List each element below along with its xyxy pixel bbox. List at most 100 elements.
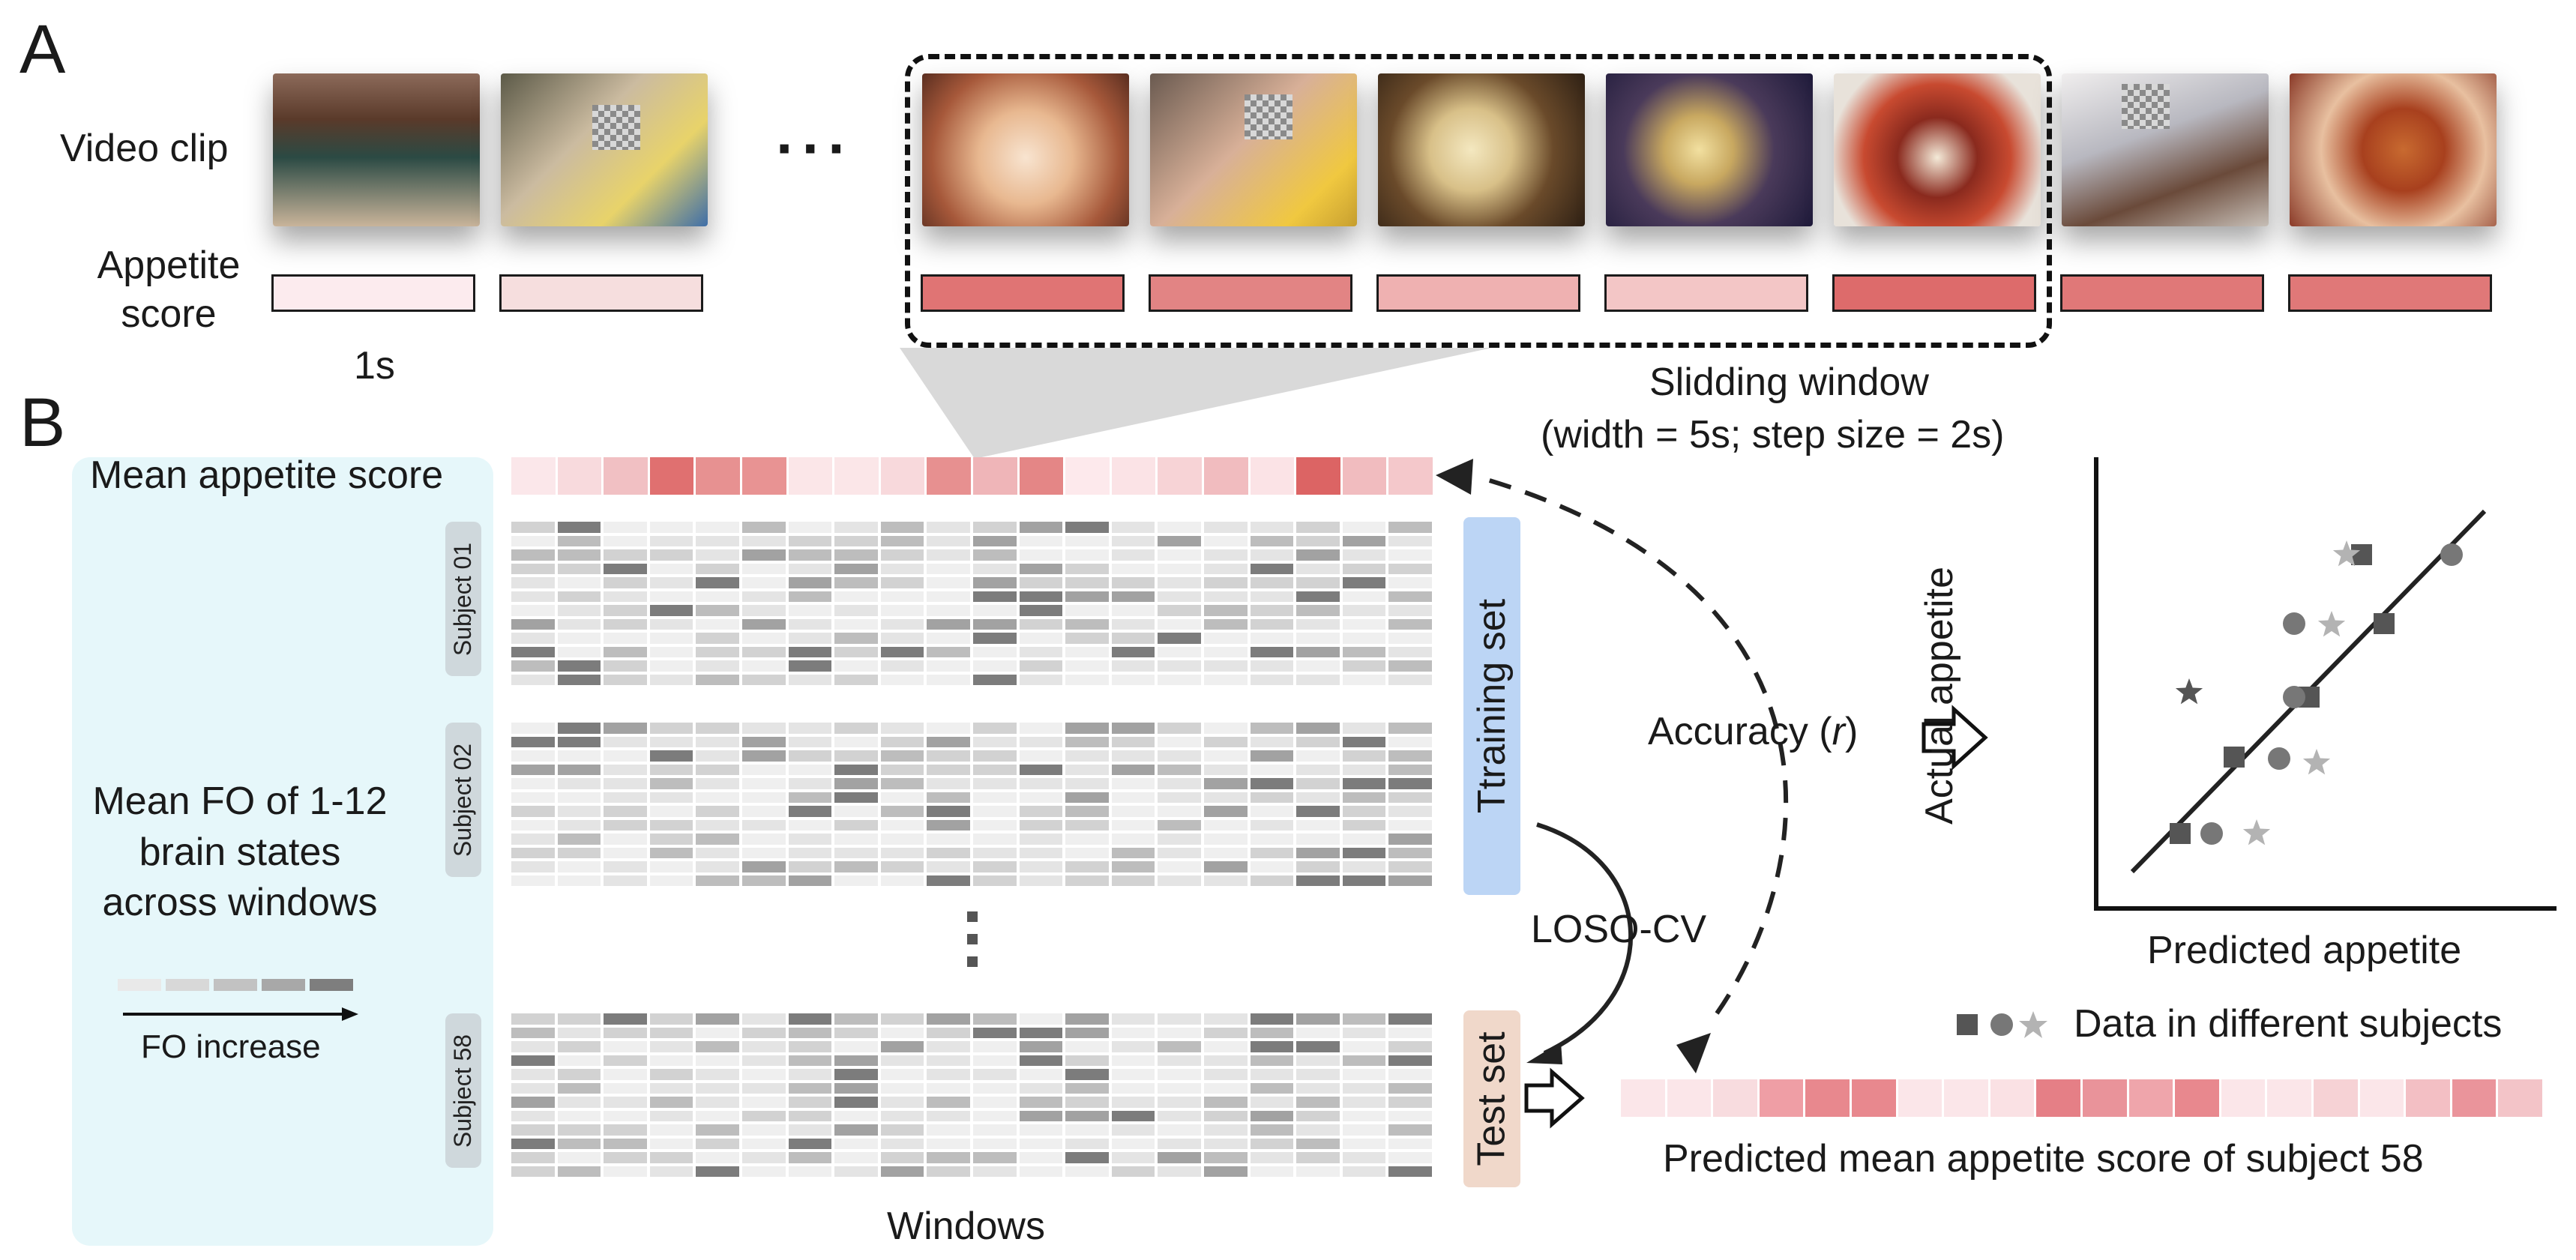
fo-increase-label: FO increase xyxy=(141,1028,321,1065)
fo-arrow xyxy=(123,1007,358,1021)
predicted-appetite-cell xyxy=(1898,1079,1942,1117)
predicted-appetite-cell xyxy=(2452,1079,2497,1117)
appetite-score-box xyxy=(1376,274,1580,312)
appetite-score-box xyxy=(2288,274,2492,312)
subject-02-tab: Subject 02 xyxy=(445,723,481,877)
legend-circle-marker xyxy=(1990,1013,2013,1036)
appetite-score-box xyxy=(271,274,475,312)
fo-legend-swatch xyxy=(214,979,257,991)
windows-label: Windows xyxy=(887,1205,1045,1248)
subject-fo-grid xyxy=(511,723,1435,889)
predicted-appetite-cell xyxy=(1805,1079,1850,1117)
appetite-score-box xyxy=(1149,274,1352,312)
mean-appetite-cell xyxy=(1342,457,1387,495)
video-frame-cake-slices xyxy=(922,73,1129,226)
scatter-point xyxy=(2317,611,2346,637)
appetite-score-label: Appetite score xyxy=(97,244,241,336)
subject-fo-grid xyxy=(511,1013,1435,1180)
predicted-appetite-cell xyxy=(2083,1079,2127,1117)
mean-appetite-cell xyxy=(511,457,556,495)
subject-markers-legend xyxy=(1957,1011,2047,1038)
predicted-appetite-cell xyxy=(2498,1079,2542,1117)
appetite-score-box xyxy=(1832,274,2036,312)
predicted-appetite-cell xyxy=(1667,1079,1712,1117)
mean-appetite-cell xyxy=(834,457,879,495)
video-frame-restaurant-storefront xyxy=(273,73,480,226)
predicted-appetite-cell xyxy=(1759,1079,1804,1117)
face-pixelation xyxy=(1245,94,1292,139)
sliding-window-box xyxy=(905,54,2052,348)
panel-a-letter: A xyxy=(19,11,66,88)
fo-legend xyxy=(118,979,358,991)
scatter-point xyxy=(2374,613,2395,634)
predicted-appetite-row xyxy=(1621,1079,2545,1117)
mean-appetite-cell xyxy=(604,457,648,495)
mean-appetite-cell xyxy=(1296,457,1340,495)
fo-legend-swatch xyxy=(310,979,353,991)
predicted-appetite-cell xyxy=(2175,1079,2219,1117)
appetite-score-box xyxy=(921,274,1125,312)
left-feature-panel xyxy=(72,457,493,1246)
mean-appetite-cell xyxy=(973,457,1017,495)
scatter-point xyxy=(2268,747,2290,770)
scatter-point xyxy=(2283,612,2305,635)
fo-legend-swatch xyxy=(118,979,161,991)
predicted-appetite-cell xyxy=(2314,1079,2358,1117)
scatter-point xyxy=(2332,540,2361,567)
legend-label: Data in different subjects xyxy=(2074,1002,2503,1046)
predicted-appetite-cell xyxy=(2221,1079,2266,1117)
fo-legend-swatch xyxy=(262,979,305,991)
predicted-label: Predicted mean appetite score of subject… xyxy=(1663,1137,2424,1181)
sliding-window-params: (width = 5s; step size = 2s) xyxy=(1541,413,2005,456)
video-frame-person-drinking-tea xyxy=(501,73,708,226)
mean-appetite-cell xyxy=(1065,457,1110,495)
appetite-score-box xyxy=(2060,274,2264,312)
legend-square-marker xyxy=(1957,1014,1978,1035)
panel-b-letter: B xyxy=(19,385,66,461)
scatter-ylabel: Actual appetite xyxy=(1918,566,1961,825)
mean-appetite-cell xyxy=(1158,457,1202,495)
scatter-xlabel: Predicted appetite xyxy=(2147,929,2462,972)
ellipsis: ··· xyxy=(776,115,854,181)
test-set-box: Test set xyxy=(1463,1010,1520,1187)
vertical-ellipsis xyxy=(967,911,982,967)
appetite-score-box xyxy=(499,274,703,312)
face-pixelation xyxy=(2122,84,2170,129)
scatter-point xyxy=(2440,543,2463,566)
mean-appetite-cell xyxy=(649,457,694,495)
one-second-label: 1s xyxy=(354,344,395,388)
sliding-window-label: Slidding window xyxy=(1649,361,1929,404)
scatter-point xyxy=(2170,823,2191,844)
mean-fo-label: Mean FO of 1-12 brain states across wind… xyxy=(92,780,388,925)
scatter-plot xyxy=(2094,457,2557,911)
predicted-appetite-cell xyxy=(2359,1079,2404,1117)
subject-fo-grid xyxy=(511,522,1435,688)
video-clip-label: Video clip xyxy=(60,127,229,170)
fo-legend-swatch xyxy=(166,979,209,991)
scatter-point xyxy=(2224,747,2245,768)
predicted-appetite-cell xyxy=(2128,1079,2173,1117)
mean-appetite-cell xyxy=(1250,457,1295,495)
subject-01-tab: Subject 01 xyxy=(445,522,481,676)
legend-star-marker xyxy=(2019,1011,2047,1038)
predicted-appetite-cell xyxy=(1621,1079,1665,1117)
video-frame-dumpling-chopsticks xyxy=(1606,73,1813,226)
mean-appetite-cell xyxy=(742,457,786,495)
appetite-score-box xyxy=(1604,274,1808,312)
scatter-point xyxy=(2302,749,2331,775)
predicted-appetite-cell xyxy=(2406,1079,2450,1117)
subject-58-tab: Subject 58 xyxy=(445,1013,481,1168)
loso-cv-label: LOSO-CV xyxy=(1531,908,1707,951)
video-frame-beef-noodles xyxy=(1834,73,2041,226)
scatter-point xyxy=(2200,822,2223,845)
mean-appetite-score-label: Mean appetite score xyxy=(90,453,444,497)
predicted-appetite-cell xyxy=(2036,1079,2080,1117)
training-set-box: Ttraining set xyxy=(1463,517,1520,895)
mean-appetite-cell xyxy=(788,457,833,495)
scatter-point xyxy=(2175,678,2203,705)
scatter-point xyxy=(2242,819,2271,845)
predicted-appetite-cell xyxy=(1852,1079,1896,1117)
mean-appetite-cell xyxy=(927,457,971,495)
video-frame-dumplings-steamer xyxy=(1378,73,1585,226)
